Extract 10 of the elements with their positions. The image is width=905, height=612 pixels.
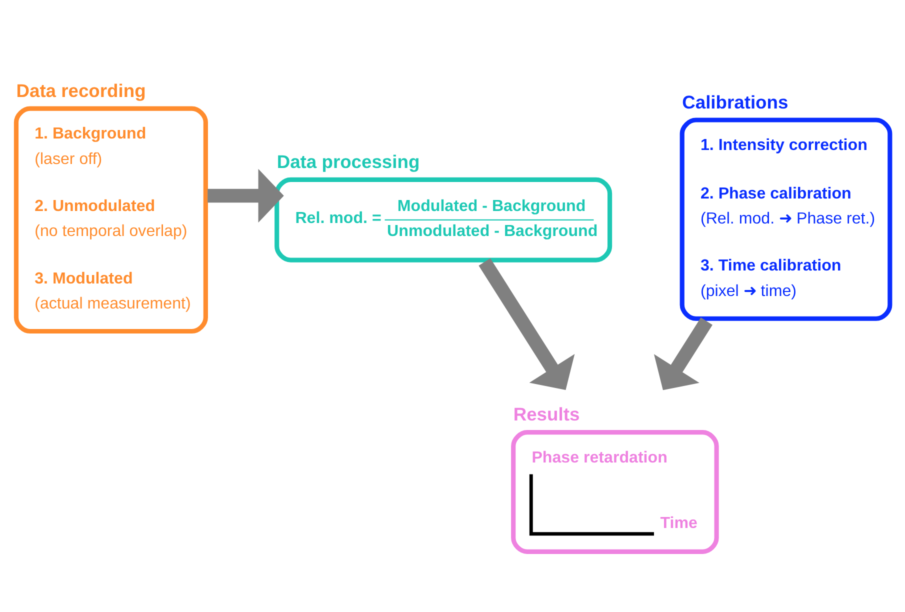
node-box: 1. Background (laser off) 2. Unmodulated (no temporal overlap) 3. Modulated (actual measurement) [14, 106, 208, 334]
node-box: 1. Intensity correction 2. Phase calibration (Rel. mod. ➜ Phase ret.) 3. Time calibration (pixel ➜ time) [680, 118, 892, 321]
arrow [654, 317, 712, 390]
node-label: Calibrations [682, 91, 788, 112]
node-label: Data processing [276, 151, 420, 172]
node-box: Phase retardation Time [511, 430, 719, 554]
arrow [208, 168, 284, 223]
arrow [478, 258, 575, 390]
node-label: Results [513, 404, 580, 425]
node-label: Data recording [16, 80, 146, 101]
